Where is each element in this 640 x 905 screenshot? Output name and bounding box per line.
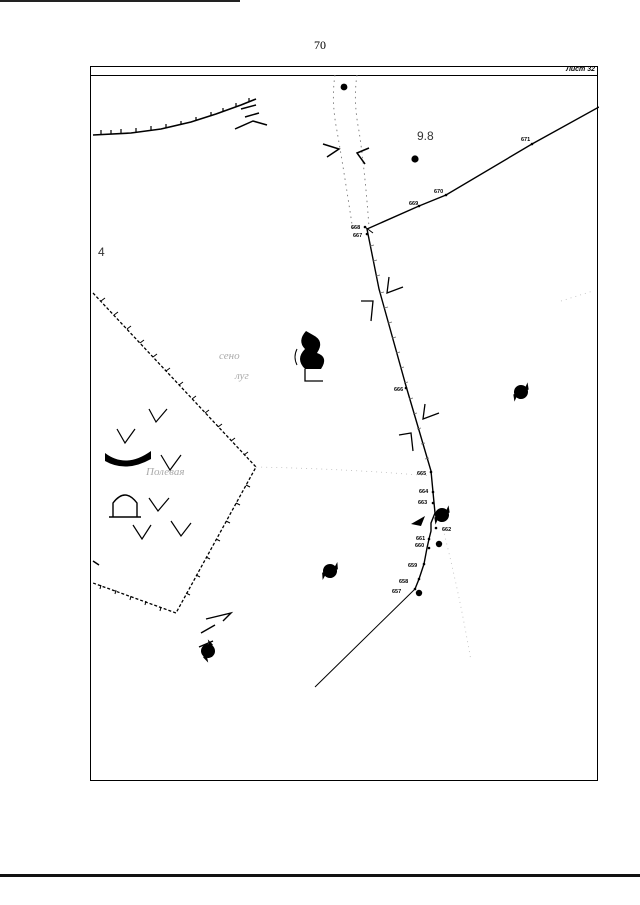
faint-road-name: Полевая (145, 466, 184, 478)
svg-text:668: 668 (351, 225, 360, 231)
arch-symbol (109, 494, 141, 518)
point-661: 661 (416, 536, 431, 542)
svg-text:659: 659 (408, 563, 417, 569)
top-hatched-boundary (92, 98, 268, 136)
lower-line (314, 588, 416, 688)
point-658: 658 (399, 577, 421, 585)
area-number: 4 (98, 245, 105, 259)
left-edge-mark (92, 560, 100, 566)
point-660: 660 (415, 543, 431, 550)
point-669: 669 (409, 201, 421, 208)
svg-text:658: 658 (399, 579, 408, 585)
elevation-point (411, 155, 419, 163)
bottom-rule (0, 874, 640, 877)
boundary-line (366, 106, 599, 590)
svg-text:666: 666 (394, 387, 403, 393)
point-667: 667 (353, 232, 369, 239)
point-662: 662 (434, 526, 451, 533)
top-point-marker (340, 83, 348, 91)
page-number: 70 (314, 38, 326, 52)
point-663: 663 (418, 500, 435, 506)
landmark-symbol (294, 331, 325, 382)
svg-text:664: 664 (419, 489, 429, 495)
sheet-header: Лист 32 (91, 66, 597, 76)
boundary-spur (364, 226, 374, 234)
point-665: 665 (417, 470, 433, 477)
faint-dotted-lines (255, 290, 594, 662)
point-657: 657 (392, 587, 417, 595)
svg-text:657: 657 (392, 589, 401, 595)
tree-marker-mid (318, 561, 342, 581)
boundary-chevrons (361, 276, 440, 452)
svg-text:671: 671 (521, 137, 530, 143)
point-664: 664 (419, 489, 435, 495)
marsh-symbols (116, 408, 192, 541)
map-frame: Лист 32 9.8 4 (90, 66, 599, 781)
faint-label-upper: сено (219, 350, 240, 362)
boundary-ticks (369, 244, 430, 460)
dotted-road (332, 74, 370, 232)
arrow-marker (411, 516, 425, 526)
sheet-label: Лист 32 (566, 66, 595, 73)
pier-symbol (105, 451, 151, 467)
faint-label-lower: луг (234, 370, 250, 382)
svg-text:669: 669 (409, 201, 418, 207)
point-659: 659 (408, 562, 426, 569)
point-671: 671 (521, 137, 534, 146)
top-rule (0, 0, 240, 2)
point-668: 668 (351, 225, 367, 231)
point-666: 666 (394, 386, 408, 393)
svg-text:660: 660 (415, 543, 424, 549)
svg-text:670: 670 (434, 189, 443, 195)
svg-text:667: 667 (353, 233, 362, 239)
road-chevrons (322, 143, 370, 165)
small-point-a (435, 540, 443, 548)
svg-text:662: 662 (442, 527, 451, 533)
tree-marker-right (508, 381, 534, 403)
arrow-cluster (198, 611, 234, 648)
point-670: 670 (434, 189, 448, 197)
svg-text:665: 665 (417, 471, 426, 477)
survey-map: 9.8 4 Полевая сено луг (92, 74, 599, 688)
svg-text:661: 661 (416, 536, 425, 542)
elevation-label: 9.8 (417, 129, 434, 143)
marsh-area-boundary (92, 292, 257, 614)
svg-text:663: 663 (418, 500, 427, 506)
small-point-b (415, 589, 423, 597)
